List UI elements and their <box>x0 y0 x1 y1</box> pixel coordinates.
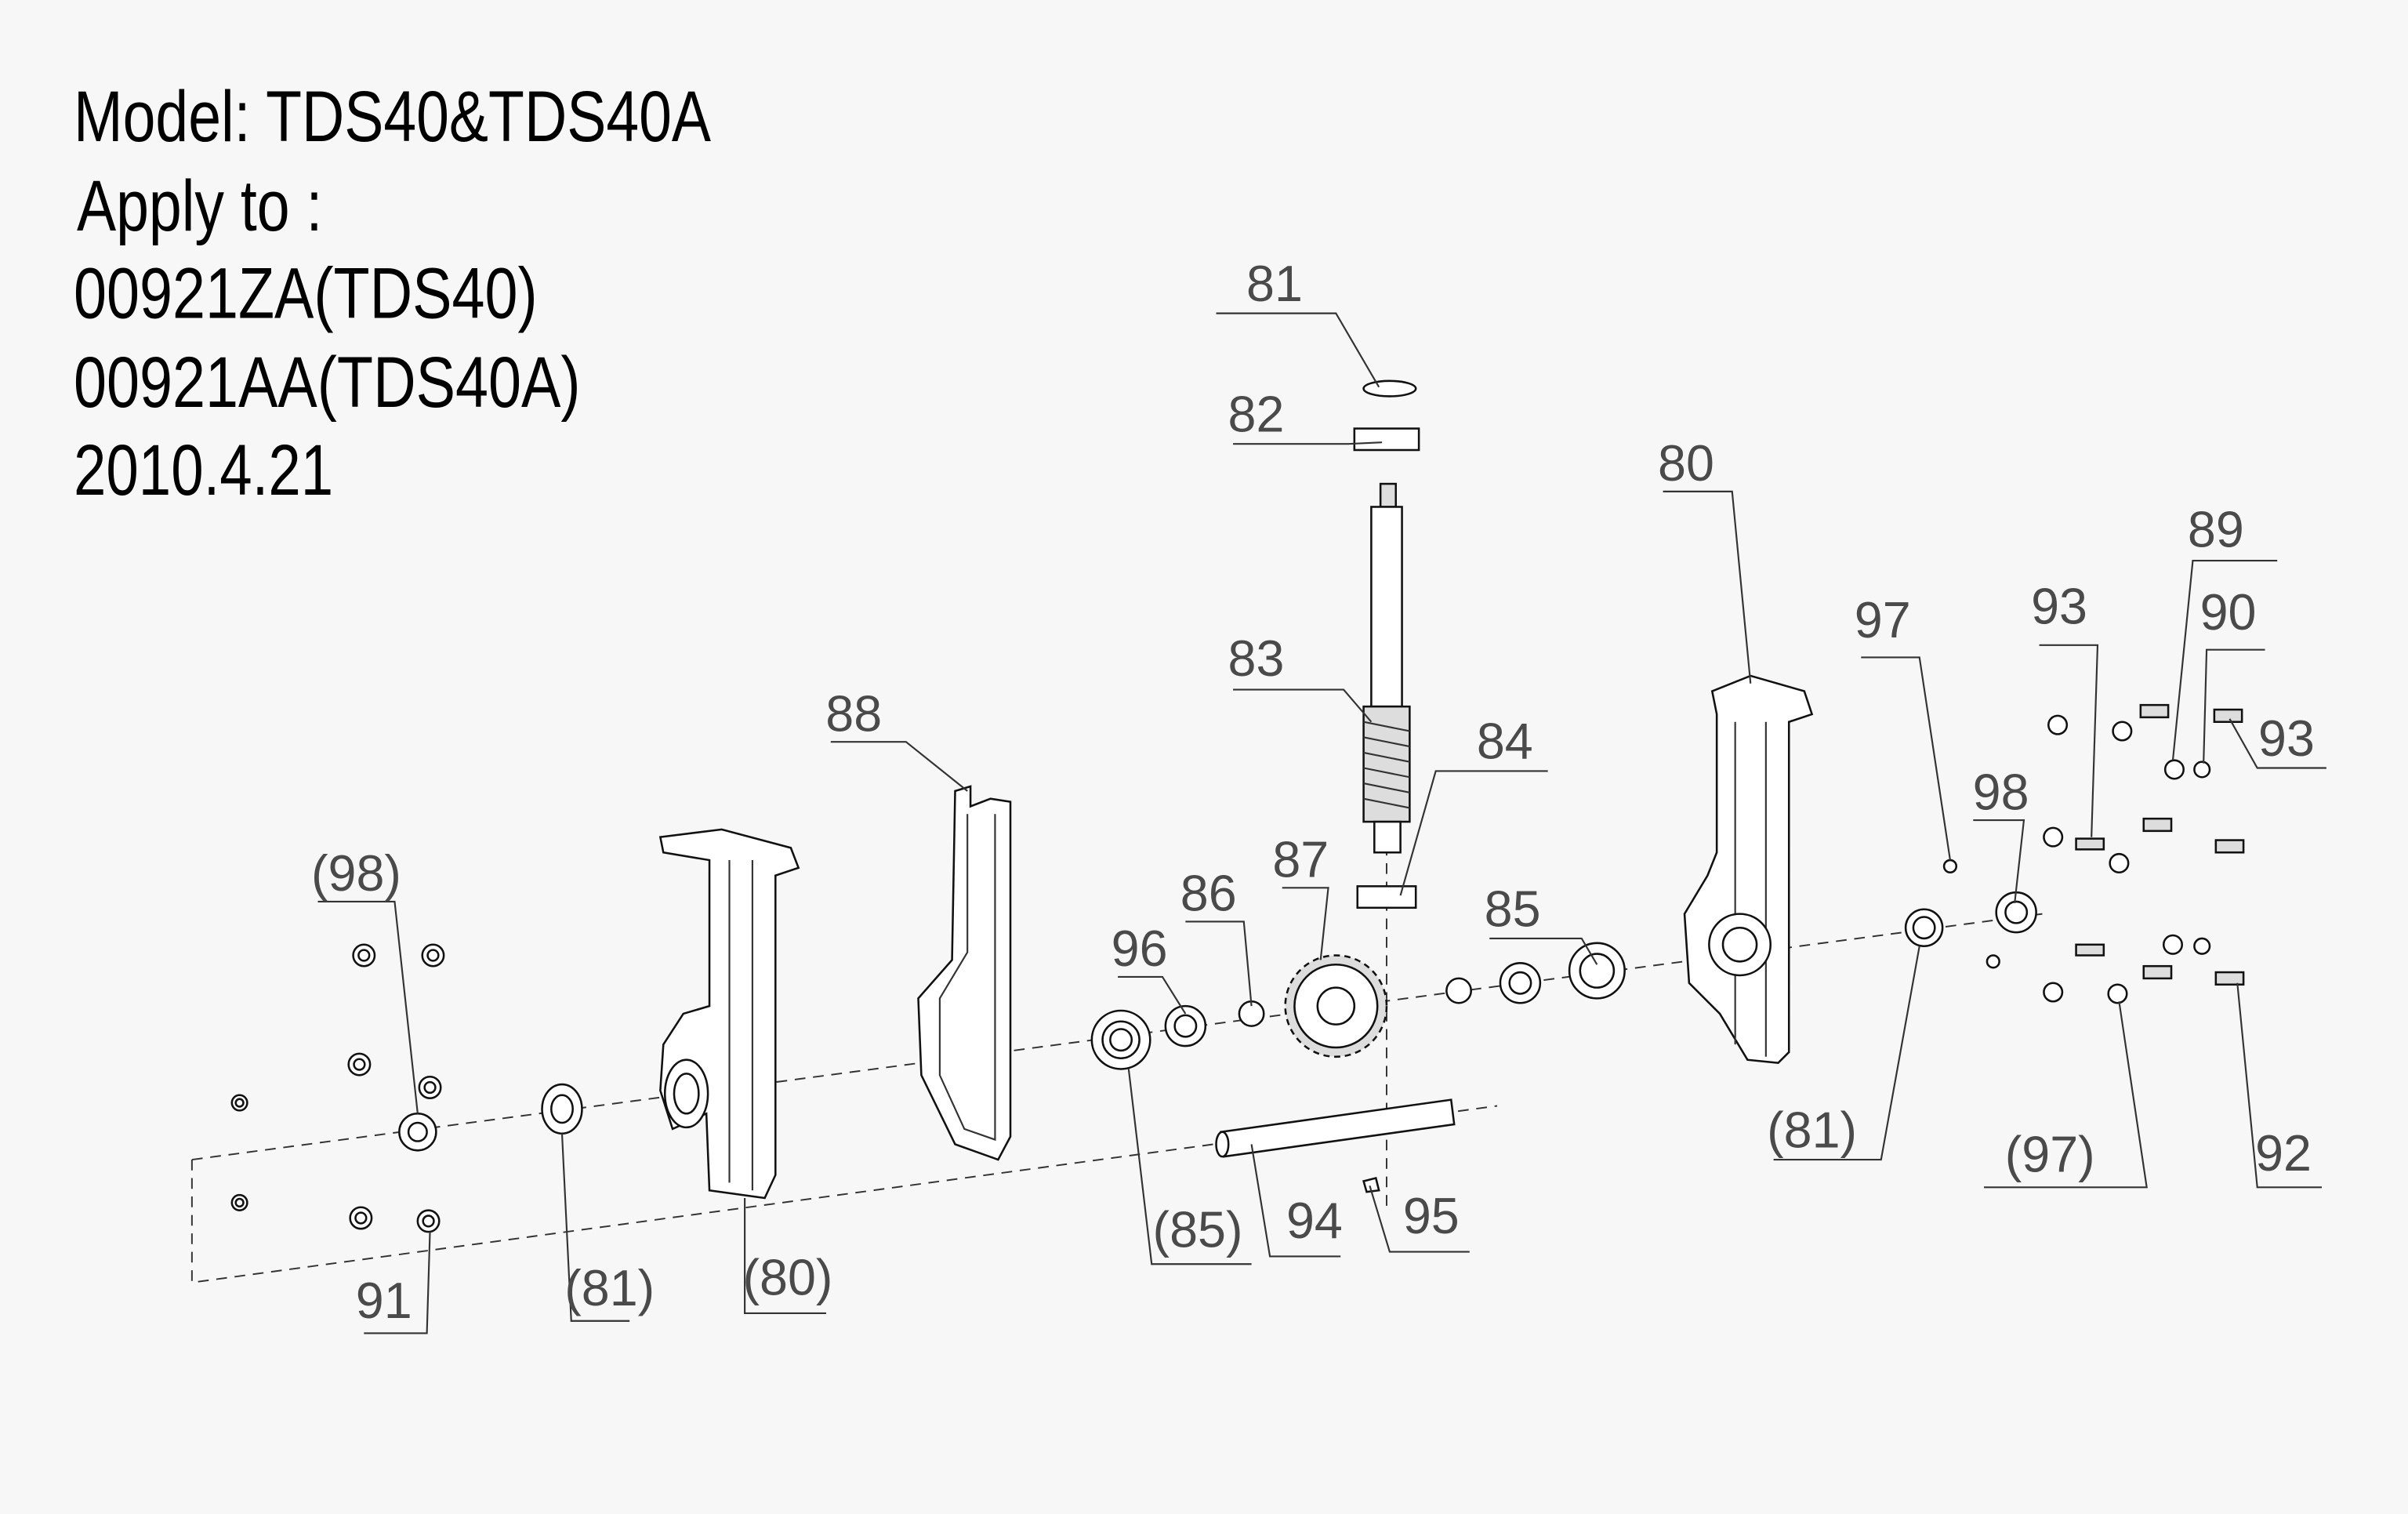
washer-98-right <box>1995 891 2037 934</box>
callout-98-right: 98 <box>1973 763 2029 820</box>
callout-80-right: 80 <box>1658 434 1714 492</box>
callout-88: 88 <box>825 684 882 742</box>
ring-81-top <box>1362 379 1417 398</box>
callout-80-left: (80) <box>742 1248 832 1305</box>
callout-81-left: (81) <box>564 1259 655 1316</box>
bearing-left <box>1090 1009 1151 1070</box>
washer-96 <box>1164 1004 1207 1047</box>
worm-gear <box>1284 954 1388 1058</box>
callout-89: 89 <box>2188 500 2244 557</box>
callout-90: 90 <box>2200 583 2257 641</box>
callout-92: 92 <box>2255 1124 2312 1182</box>
callout-97-bottom: (97) <box>2005 1126 2095 1183</box>
callout-labels: 81 82 83 84 85 86 87 88 96 80 97 93 89 9… <box>311 255 2315 1329</box>
callout-85: 85 <box>1485 880 1541 937</box>
gear-housing-left <box>658 828 800 1200</box>
gear-housing-right <box>1683 674 1814 1064</box>
callout-98-left: (98) <box>311 844 401 902</box>
revision-date: 2010.4.21 <box>74 430 333 510</box>
callout-82: 82 <box>1228 385 1285 442</box>
bearing-82 <box>1353 427 1420 452</box>
header-block: Model: TDS40&TDS40A Apply to : 00921ZA(T… <box>74 76 711 510</box>
callout-87: 87 <box>1272 831 1329 888</box>
key-95 <box>1362 1177 1380 1193</box>
gasket <box>917 785 1012 1161</box>
callout-81-right: (81) <box>1767 1101 1857 1158</box>
model-title: Model: TDS40&TDS40A <box>74 76 711 157</box>
callout-93-right: 93 <box>2258 710 2315 767</box>
callout-85-bottom: (85) <box>1153 1201 1243 1258</box>
callout-96: 96 <box>1112 920 1168 977</box>
callout-84: 84 <box>1477 713 1533 770</box>
callout-97-top: 97 <box>1855 591 1911 648</box>
left-nuts-washers <box>230 943 445 1233</box>
apply-to-label: Apply to : <box>77 165 322 246</box>
variant-code-2: 00921AA(TDS40A) <box>74 342 580 423</box>
callout-95: 95 <box>1403 1187 1460 1244</box>
callout-93-mid: 93 <box>2031 577 2087 634</box>
callout-83: 83 <box>1228 630 1285 687</box>
callout-91: 91 <box>356 1272 412 1329</box>
bearing-85 <box>1568 942 1626 1000</box>
bearing-84 <box>1356 885 1417 909</box>
output-shaft <box>1215 1098 1456 1158</box>
washer-right <box>1499 962 1542 1004</box>
worm-shaft <box>1362 482 1411 854</box>
oil-seal-left <box>541 1083 583 1135</box>
right-fasteners <box>1942 703 2245 1004</box>
callout-94: 94 <box>1286 1192 1343 1249</box>
variant-code-1: 00921ZA(TDS40) <box>74 253 538 334</box>
seal-81-right <box>1904 908 1944 948</box>
leader-lines <box>317 312 2326 1334</box>
callout-81-top: 81 <box>1246 255 1303 312</box>
callout-86: 86 <box>1180 865 1237 922</box>
circlip-right <box>1445 977 1472 1004</box>
